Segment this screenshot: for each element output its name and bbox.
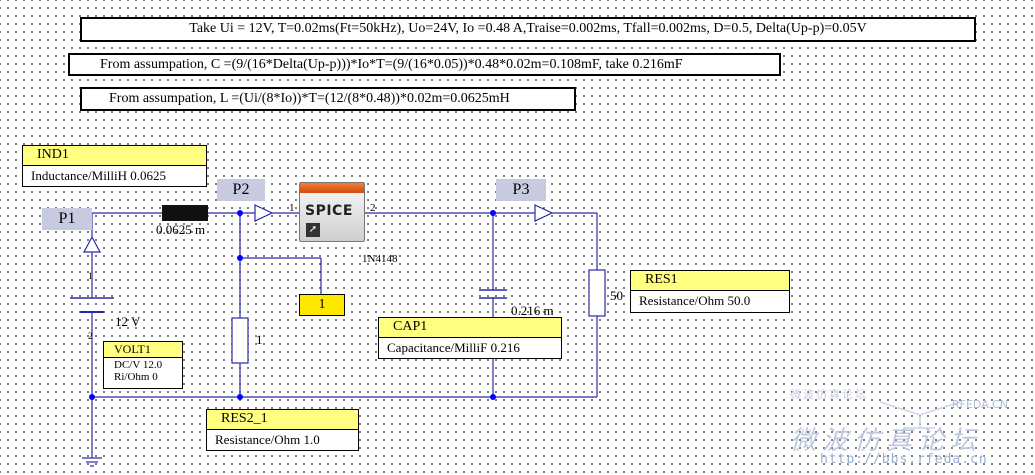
ind1-value: 0.0625 m (156, 222, 206, 237)
note-inductor-formula-text: From assumpation, L =(Ui/(8*Io))*T=(12/(… (109, 91, 510, 106)
note-capacitor-formula-text: From assumpation, C =(9/(16*Delta(Up-p))… (100, 57, 683, 72)
res2-title: RES2_1 (207, 410, 358, 430)
res1-param: Resistance/Ohm 50.0 (639, 293, 751, 308)
port-p2[interactable]: P2 (217, 179, 265, 201)
ind1-title: IND1 (23, 146, 206, 166)
cap1-label[interactable]: CAP1 Capacitance/MilliF 0.216 (378, 317, 562, 359)
watermark-brand: RFEDA.CN (952, 398, 1008, 411)
res1-body (588, 269, 606, 317)
vpin-2: 2 (88, 331, 93, 341)
watermark-tagline: 微波仿真论坛 (790, 388, 868, 401)
res2-body (231, 317, 249, 364)
junction-node (490, 210, 496, 216)
ind1-param: Inductance/MilliH 0.0625 (31, 168, 167, 183)
diode-pin1: 1 (289, 202, 295, 214)
junction-node (89, 394, 95, 400)
watermark-url: http://bbs.rfeda.cn (820, 452, 988, 467)
volt1-value: 12 V (115, 314, 141, 329)
junction-node (237, 394, 243, 400)
spice-block-text: SPICE (305, 203, 353, 219)
note-inductor-formula[interactable]: From assumpation, L =(Ui/(8*Io))*T=(12/(… (80, 87, 576, 111)
spice-block-header (300, 183, 364, 193)
res2-value: 1 (256, 332, 263, 347)
cap1-title: CAP1 (379, 318, 561, 338)
cap1-param: Capacitance/MilliF 0.216 (387, 340, 520, 355)
note-design-parameters-text: Take Ui = 12V, T=0.02ms(Ft=50kHz), Uo=24… (189, 21, 867, 36)
diode-pin2: 2 (370, 202, 376, 214)
cap1-value: 0.216 m (511, 303, 554, 318)
volt1-dc: DC/V 12.0 (114, 359, 163, 371)
res2-label[interactable]: RES2_1 Resistance/Ohm 1.0 (206, 409, 359, 451)
note-design-parameters[interactable]: Take Ui = 12V, T=0.02ms(Ft=50kHz), Uo=24… (80, 17, 976, 42)
spice-diode-block[interactable]: SPICE ➚ (299, 182, 365, 242)
note-capacitor-formula[interactable]: From assumpation, C =(9/(16*Delta(Up-p))… (68, 53, 781, 76)
junction-node (237, 255, 243, 261)
res1-label[interactable]: RES1 Resistance/Ohm 50.0 (630, 270, 790, 313)
port-p1[interactable]: P1 (42, 208, 92, 230)
vpin-1: 1 (88, 271, 93, 281)
control-value-box[interactable]: 1 (299, 294, 345, 316)
ind1-label[interactable]: IND1 Inductance/MilliH 0.0625 (22, 145, 207, 187)
res1-title: RES1 (631, 271, 789, 291)
res1-value: 50 (610, 288, 623, 303)
res2-param: Resistance/Ohm 1.0 (215, 432, 320, 447)
port-p3[interactable]: P3 (496, 179, 546, 201)
volt1-title: VOLT1 (104, 342, 182, 358)
inductor-body (162, 205, 208, 221)
junction-node (237, 210, 243, 216)
diode-model-label: 1N4148 (362, 253, 398, 265)
watermark-site-name: 微波仿真论坛 (790, 426, 983, 456)
volt1-ri: Ri/Ohm 0 (114, 371, 158, 383)
junction-node (490, 394, 496, 400)
shortcut-arrow-icon: ➚ (306, 223, 320, 237)
volt1-label[interactable]: VOLT1 DC/V 12.0 Ri/Ohm 0 (103, 341, 183, 389)
